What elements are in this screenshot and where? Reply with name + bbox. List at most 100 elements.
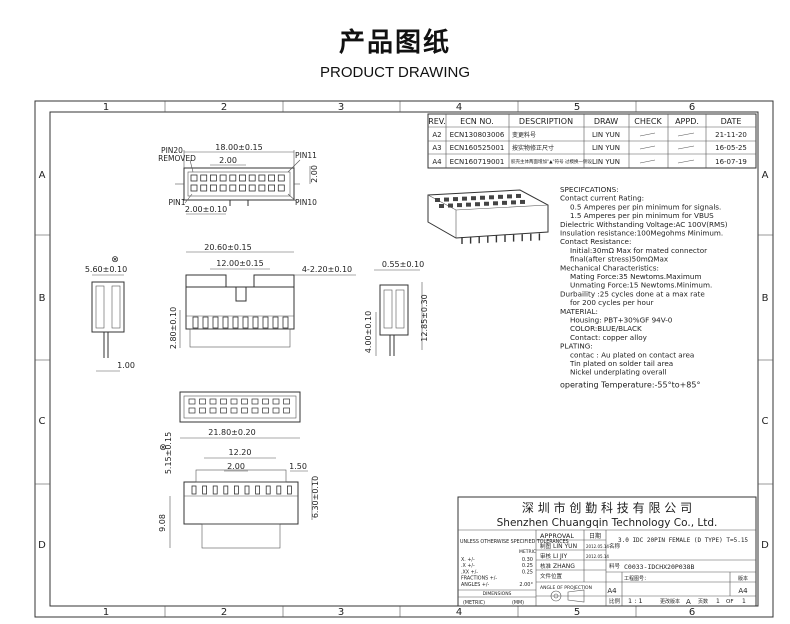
spec-line: 0.5 Amperes per pin minimum for signals. [570, 202, 721, 211]
iso-hole [435, 198, 440, 202]
projection-label: ANGLE OF PROJECTION [540, 585, 592, 591]
left-dim-width: 5.60±0.10 [85, 265, 127, 274]
pin-cell [239, 184, 246, 192]
front-dim-slots: 4-2.20±0.10 [302, 265, 352, 274]
col-label-5-top: 5 [574, 102, 580, 113]
rev-header-draw: DRAW [594, 117, 618, 126]
pin-cell [258, 174, 266, 182]
side-dim-height: 12.85±0.30 [420, 294, 429, 341]
lower-pin [233, 485, 239, 495]
bottom-pin [241, 398, 248, 405]
rev-row-2-date: 16-05-25 [715, 144, 747, 152]
front-pin [242, 316, 249, 329]
bottom-pin [220, 398, 227, 405]
rev-row-1-rev: A2 [432, 131, 441, 139]
row-label-a-left: A [39, 170, 46, 181]
front-dim-inner: 12.00±0.15 [216, 259, 263, 268]
bottom-pin [251, 407, 259, 414]
top-label-pin20: PIN20 [161, 146, 183, 155]
isometric-view [427, 189, 549, 244]
lower-pin [223, 485, 229, 495]
front-dim-height: 2.80±0.10 [169, 307, 178, 349]
title-block: 深 圳 市 创 勤 科 技 有 限 公 司 Shenzhen Chuangqin… [457, 496, 757, 607]
tolerances-label: UNLESS OTHERWISE SPECIFIED TOLERANCES [460, 539, 569, 545]
col-label-3-bottom: 3 [338, 607, 344, 618]
pages-value: 1 [742, 598, 746, 605]
iso-hole [511, 200, 516, 205]
iso-hole [475, 202, 480, 207]
row-label-c-left: C [39, 416, 46, 427]
part-number: C0033-IDCHX20P038B [624, 563, 695, 571]
iso-hole [448, 203, 453, 208]
title-name-label: 名称 [609, 542, 621, 550]
bottom-pin [251, 398, 259, 405]
tolerance-label: X. +/- [461, 557, 475, 563]
pin-cell [229, 184, 237, 192]
front-pin [282, 316, 289, 329]
iso-hole [489, 195, 494, 200]
bottom-pin [241, 407, 248, 414]
rev-row-2-rev: A3 [432, 144, 441, 152]
left-dim-tail: 1.00 [117, 361, 135, 370]
lower-dim-c: 1.50 [289, 462, 307, 471]
front-pin [202, 316, 209, 329]
rev-header-appd: APPD. [675, 117, 699, 126]
lower-view: 12.20 2.00 1.50 6.30±0.10 9.08 [158, 448, 320, 549]
lower-pin [255, 485, 261, 495]
spec-line: Contact: copper alloy [570, 333, 648, 342]
col-label-2-bottom: 2 [221, 607, 227, 618]
rev-row-3-desc: 胶壳主体两面增加"▲"符号 过模换一侧设 [511, 158, 593, 165]
top-label-pin1: PIN1 [168, 198, 185, 207]
rev-row-1-desc: 变更料号 [512, 131, 536, 139]
spec-line: Initial:30mΩ Max for mated connector [570, 246, 707, 255]
bottom-pin [188, 407, 196, 414]
scale-label: 比例 [609, 597, 621, 605]
outer-border [34, 100, 774, 618]
pin-cell [277, 184, 285, 192]
of-label: OF [726, 599, 734, 605]
iso-hole [484, 201, 489, 206]
col-label-1-top: 1 [103, 102, 109, 113]
role-2-name: LI JIY [553, 553, 568, 560]
pin-cell [190, 184, 198, 192]
col-label-5-bottom: 5 [574, 607, 580, 618]
page-title-en: PRODUCT DRAWING [320, 64, 470, 81]
page-value: 1 [716, 598, 720, 605]
lower-pin [244, 485, 250, 495]
rev-row-1-ecn: ECN130803006 [450, 131, 505, 139]
spec-line: 1.5 Amperes per pin minimum for VBUS [570, 211, 714, 220]
tolerance-label: .XX +/- [461, 569, 478, 575]
iso-hole [502, 200, 507, 205]
right-side-view: 0.55±0.10 12.85±0.30 4.00±0.10 [364, 260, 429, 356]
bottom-pin [188, 398, 196, 405]
tolerance-label: ANGLES +/- [461, 582, 489, 588]
iso-hole [439, 204, 444, 208]
specifications-block: SPECIFCATIONS:Contact current Rating:0.5… [560, 185, 728, 389]
front-pin [252, 316, 259, 329]
pin-cell [258, 184, 266, 192]
iso-hole [457, 203, 462, 208]
signature-marks [639, 132, 695, 164]
lower-pin [191, 485, 197, 495]
page-label: 页数 [698, 598, 708, 605]
pin-cell [209, 184, 217, 192]
rev-row-3-draw: LIN YUN [592, 158, 620, 166]
spec-line: final(after stress)50mΩMax [570, 255, 669, 264]
spec-line: PLATING: [560, 342, 593, 351]
spec-line: Tin plated on solder tail area [569, 359, 673, 368]
rev-row-2-ecn: ECN160525001 [450, 144, 505, 152]
tolerance-rows: X. +/-0.30.X +/-0.25.XX +/-0.25FRACTIONS… [461, 557, 533, 588]
role-4-label: 文件位置 [540, 572, 563, 580]
iso-hole [516, 193, 521, 198]
top-label-pin11: PIN11 [295, 151, 317, 160]
pin-cell [248, 184, 256, 192]
size-value: A4 [607, 587, 617, 595]
projection-cone-icon [567, 589, 585, 603]
metric-bottom: (METRIC) [463, 600, 485, 606]
drawing-no-label: 工程图号： [624, 575, 649, 582]
iso-hole [493, 201, 498, 206]
rev-row-3-ecn: ECN160719001 [450, 158, 505, 166]
iso-pins [461, 233, 541, 244]
role-2-label: 审核 [540, 552, 552, 560]
front-pin [232, 316, 239, 329]
